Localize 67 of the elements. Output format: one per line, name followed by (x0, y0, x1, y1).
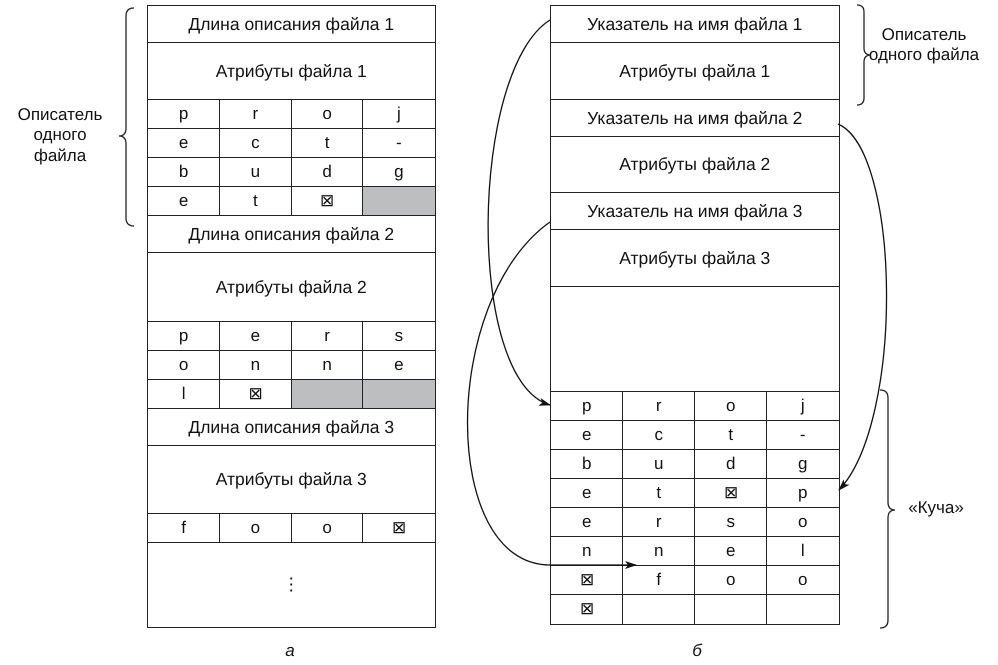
character-cell: c (622, 420, 696, 450)
character-cell: e (694, 536, 768, 566)
character-cell: r (622, 507, 696, 538)
character-cell: e (362, 350, 436, 380)
character-cell: d (694, 449, 768, 480)
character-cell: e (550, 478, 624, 508)
table-row: Атрибуты файла 2 (550, 136, 840, 194)
character-cell: l (766, 536, 840, 566)
table-row: Атрибуты файла 1 (147, 42, 436, 100)
table-row: ⋮ (147, 542, 436, 628)
character-cell: p (766, 478, 840, 508)
character-cell: f (622, 565, 696, 596)
table-row: Длина описания файла 1 (147, 5, 436, 44)
table-row: Длина описания файла 3 (147, 408, 436, 446)
empty-cell (550, 286, 840, 392)
table-row: Атрибуты файла 2 (147, 252, 436, 322)
character-cell: u (622, 449, 696, 480)
character-cell: g (362, 157, 436, 188)
character-cell: ⊠ (550, 594, 624, 624)
character-cell: e (147, 128, 220, 158)
character-cell: ⊠ (362, 513, 436, 544)
brace-label: Описатель одного файла (16, 105, 104, 166)
table-row: Длина описания файла 2 (147, 215, 436, 254)
character-cell: f (147, 513, 220, 544)
arrow (838, 124, 888, 491)
character-cell: r (622, 391, 696, 422)
character-cell: s (694, 507, 768, 538)
character-cell: o (766, 565, 840, 596)
character-cell: o (147, 350, 220, 380)
character-cell: - (362, 128, 436, 158)
character-cell: o (694, 565, 768, 596)
character-cell: b (550, 449, 624, 480)
unused-cell (362, 186, 436, 216)
character-cell: e (550, 507, 624, 538)
character-cell: - (766, 420, 840, 450)
character-cell: b (147, 157, 220, 188)
arrow (488, 20, 551, 406)
character-cell: n (622, 536, 696, 566)
unused-cell (362, 379, 436, 410)
character-cell: o (694, 391, 768, 422)
arrow (466, 222, 637, 569)
character-cell: l (147, 379, 220, 410)
character-cell: p (147, 321, 220, 352)
heap-label: «Куча» (907, 498, 965, 518)
brace-label: Описатель одного файла (868, 25, 980, 66)
table-row: Указатель на имя файла 1 (550, 5, 840, 44)
figure-label: б (691, 641, 704, 662)
table-row: Атрибуты файла 3 (147, 445, 436, 514)
character-cell: ⊠ (694, 478, 768, 508)
character-cell: o (766, 507, 840, 538)
table-row: Атрибуты файла 1 (550, 42, 840, 100)
character-cell: j (766, 391, 840, 422)
table-row: Указатель на имя файла 2 (550, 99, 840, 138)
character-cell: s (362, 321, 436, 352)
character-cell: n (550, 536, 624, 566)
table-row: Указатель на имя файла 3 (550, 192, 840, 230)
unused-cell (290, 379, 364, 410)
character-cell: j (362, 99, 436, 130)
character-cell: p (147, 99, 220, 130)
figure-label: а (284, 641, 296, 662)
character-cell: e (147, 186, 220, 216)
character-cell: t (622, 478, 696, 508)
character-cell: p (550, 391, 624, 422)
character-cell: g (766, 449, 840, 480)
table-row: Атрибуты файла 3 (550, 229, 840, 288)
character-cell: t (694, 420, 768, 450)
character-cell: e (550, 420, 624, 450)
